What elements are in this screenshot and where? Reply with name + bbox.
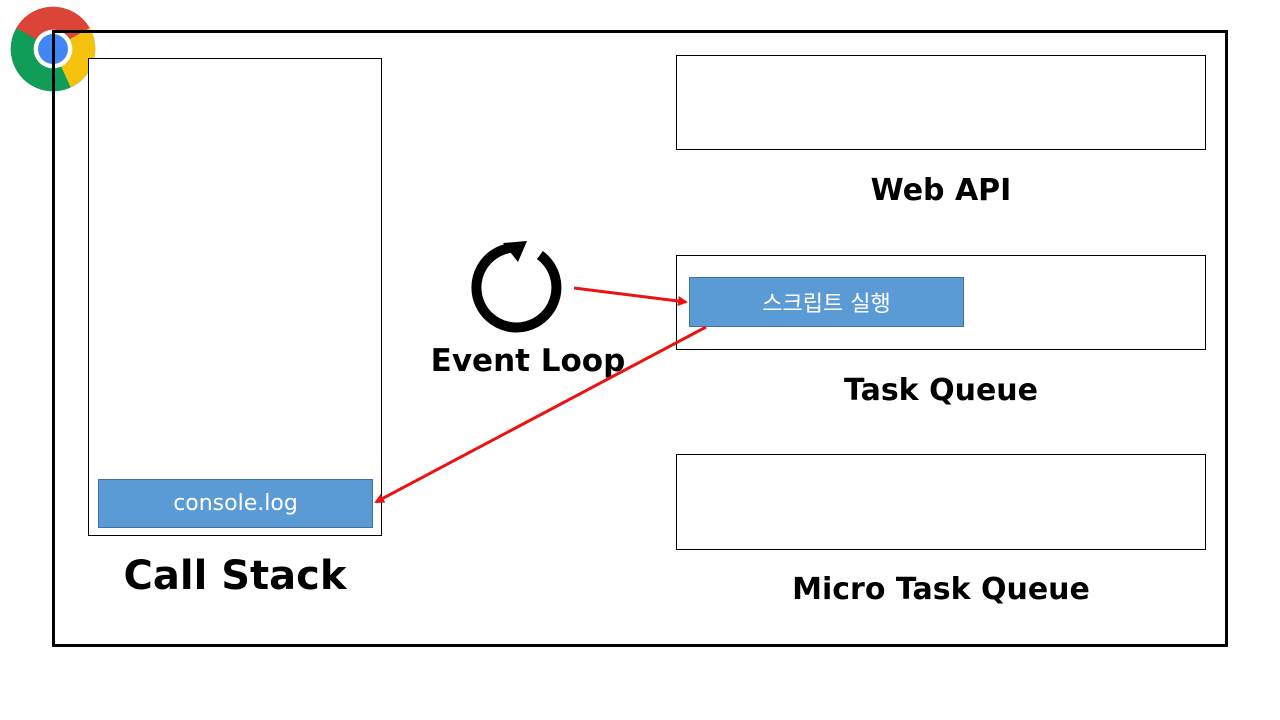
browser-runtime-frame (52, 30, 1228, 647)
micro-task-queue-box (676, 454, 1206, 550)
micro-task-queue-label: Micro Task Queue (792, 572, 1090, 607)
event-loop-label: Event Loop (430, 343, 626, 379)
refresh-loop-icon (471, 241, 562, 333)
call-stack-label: Call Stack (123, 553, 347, 599)
task-queue-item-script: 스크립트 실행 (689, 277, 964, 327)
web-api-box (676, 55, 1206, 150)
event-loop-to-task-queue-arrow (573, 286, 688, 306)
task-queue-to-call-stack-arrow (374, 325, 707, 504)
web-api-label: Web API (870, 173, 1012, 208)
task-queue-label: Task Queue (843, 373, 1038, 408)
call-stack-box (88, 58, 382, 536)
call-stack-item-console-log: console.log (98, 479, 373, 528)
